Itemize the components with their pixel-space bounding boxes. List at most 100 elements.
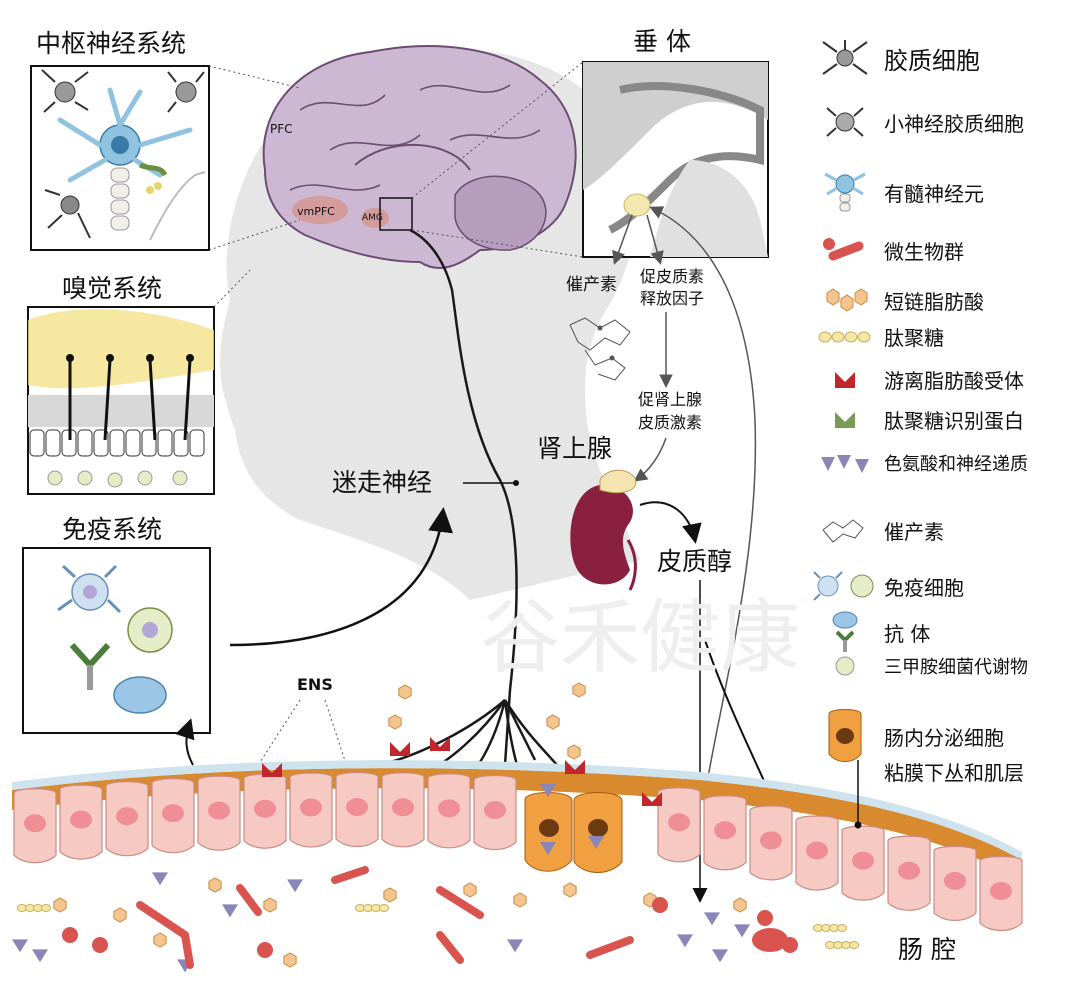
legend-label: 免疫细胞 — [884, 575, 964, 600]
acth-to-adrenal-arrow — [633, 437, 667, 482]
peptidoglycan-mark — [813, 924, 847, 932]
epithelial-cell — [979, 855, 1023, 932]
legend-item: 免疫细胞 — [806, 568, 1076, 604]
watermark: 谷禾健康 — [480, 591, 800, 684]
peptidoglycan-mark — [355, 904, 389, 912]
scfa-mark — [733, 897, 747, 913]
legend-label: 粘膜下丛和肌层 — [884, 761, 1024, 785]
panel-microglia-icon — [167, 71, 205, 113]
tryptophan-icon — [806, 451, 884, 475]
epithelial-cell — [105, 781, 149, 857]
peptidoglycan-mark — [825, 941, 859, 949]
pituitary-to-oxytocin-arrow — [612, 214, 633, 265]
bacterium-mark — [586, 936, 634, 959]
legend-label: 色氨酸和神经递质 — [884, 454, 1028, 475]
epithelial-cell — [473, 774, 517, 851]
pfc-label: PFC — [270, 122, 293, 136]
crf-label-line2: 释放因子 — [640, 289, 704, 308]
legend-item: 胶质细胞 — [806, 38, 1076, 78]
submucosal-icon — [806, 759, 884, 785]
bacterium-mark — [331, 866, 369, 884]
tryptophan-mark — [734, 924, 750, 938]
peptidoglycan-icon — [806, 327, 884, 347]
scfa-mark — [398, 684, 412, 700]
tryptophan-mark — [540, 784, 556, 797]
crf-label-line1: 促皮质素 — [640, 267, 704, 286]
pituitary-panel — [411, 61, 769, 258]
microglia-icon — [806, 102, 884, 142]
panel-b-cell-icon — [113, 676, 167, 714]
tryptophan-mark — [32, 949, 48, 963]
olfactory-panel — [27, 269, 251, 495]
olfactory-epithelium-cells — [29, 429, 205, 457]
cns-panel — [30, 65, 301, 251]
tryptophan-mark — [540, 842, 556, 855]
coccus-mark — [652, 897, 668, 913]
cns-title: 中枢神经系统 — [36, 29, 186, 58]
epithelial-cell — [657, 787, 701, 863]
bacterium-mark — [181, 931, 194, 969]
epithelial-cell — [749, 805, 793, 881]
epithelial-cell — [381, 772, 425, 848]
legend-item: 抗 体 — [806, 610, 1076, 654]
scfa-molecules — [388, 682, 604, 855]
amg-label: AMG — [362, 213, 383, 223]
oxytocin-molecule-drawing — [569, 317, 631, 381]
immune-to-vagus-arrow — [229, 507, 453, 647]
receptors-near-nerve — [262, 737, 662, 806]
vmpfc-label: vmPFC — [297, 205, 335, 218]
legend-item: 有髓神经元 — [806, 170, 1076, 214]
olfactory-title: 嗅觉系统 — [62, 274, 162, 303]
enteroendocrine-cells — [524, 792, 623, 873]
adrenal-to-cortisol-arrow — [639, 501, 702, 544]
gut-wall — [12, 760, 1022, 880]
immune-panel — [22, 507, 453, 766]
legend-item: 肠内分泌细胞 — [806, 706, 1076, 766]
coccus-mark — [92, 937, 108, 953]
coccus-mark — [62, 927, 78, 943]
kidney-adrenal-icon — [570, 469, 637, 591]
panel-dendritic-cell-icon — [57, 564, 122, 614]
scfa-mark — [463, 882, 477, 898]
ens-label: ENS — [297, 675, 333, 694]
legend-item: 三甲胺细菌代谢物 — [806, 653, 1076, 679]
legend-item: 肽聚糖 — [806, 322, 1076, 351]
cortisol-feedback-arrow — [649, 206, 757, 796]
legend-item: 游离脂肪酸受体 — [806, 365, 1076, 394]
tryptophan-mark — [287, 879, 303, 893]
scfa-mark — [383, 887, 397, 903]
enteroendocrine-icon — [806, 706, 884, 766]
panel-astrocyte-2-icon — [44, 189, 91, 239]
astrocyte-icon — [806, 38, 884, 78]
epithelial-cell — [795, 815, 839, 891]
legend-label: 有髓神经元 — [884, 181, 984, 206]
scfa-mark — [563, 882, 577, 898]
legend-item: 粘膜下丛和肌层 — [806, 757, 1076, 786]
scfa-mark — [388, 714, 402, 730]
peptidoglycan-mark — [17, 904, 51, 912]
tryptophan-mark — [222, 904, 238, 918]
bacterium-mark — [436, 931, 464, 964]
microbiota-icon — [806, 232, 884, 268]
bacteria-cluster-mark — [752, 928, 788, 952]
legend-label: 肽聚糖识别蛋白 — [884, 409, 1024, 433]
legend-item: 小神经胶质细胞 — [806, 102, 1076, 142]
scfa-mark — [113, 907, 127, 923]
tryptophan-mark — [712, 949, 728, 963]
bacterium-mark — [136, 901, 189, 939]
acth-label-line1: 促肾上腺 — [638, 390, 702, 409]
epithelial-cell — [59, 784, 103, 860]
vagus-label: 迷走神经 — [332, 468, 432, 497]
epithelial-cell — [887, 835, 931, 911]
scfa-mark — [283, 952, 297, 968]
bacterium-mark — [236, 884, 262, 916]
legend-label: 游离脂肪酸受体 — [884, 369, 1024, 393]
epithelial-cell — [933, 845, 977, 921]
tryptophan-mark — [12, 939, 28, 953]
legend-item: 微生物群 — [806, 232, 1076, 268]
panel-neuron-icon — [57, 87, 193, 231]
oxytocin-molecule-icon — [806, 510, 884, 550]
lumen-contents — [12, 866, 859, 973]
epithelial-cell — [335, 771, 379, 848]
